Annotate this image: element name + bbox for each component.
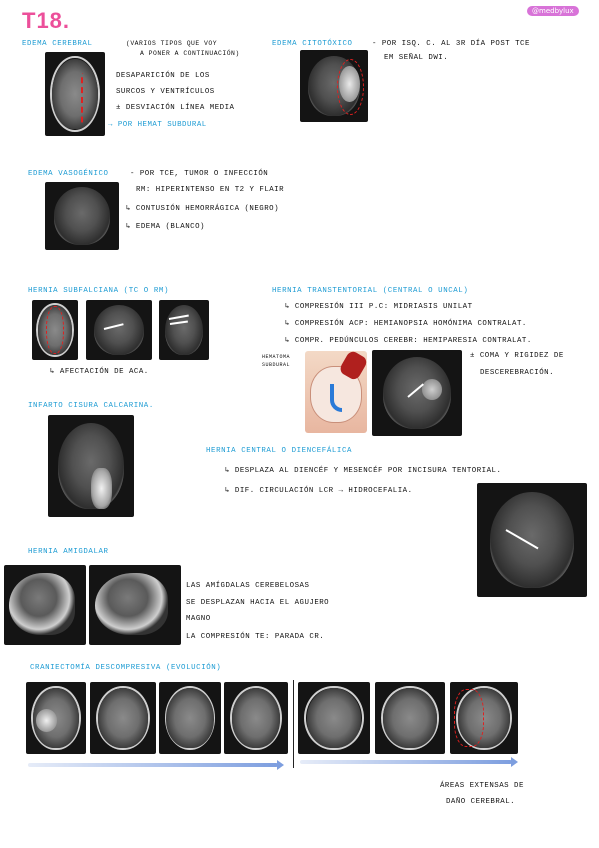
subfalciana-coronal-image — [86, 300, 152, 360]
edema-vasogenico-line-2: RM: hiperintenso en T2 y flair — [136, 186, 285, 194]
subfalciana-ct-image — [32, 300, 78, 360]
edema-vasogenico-line-4: ↳ edema (blanco) — [126, 223, 205, 231]
edema-cerebral-note-2: a poner a continuación) — [140, 50, 240, 57]
amigdalar-line-2: se desplazan hacia el agujero — [186, 599, 330, 607]
edema-cerebral-heading: Edema cerebral — [22, 40, 93, 48]
transtentorial-extra-2: descerebración. — [480, 369, 555, 377]
page-title: T18. — [22, 8, 71, 33]
craniectomia-ct-4 — [224, 682, 288, 754]
amigdalar-sagittal-image-1 — [4, 565, 86, 645]
edema-cerebral-line-2: surcos y ventrículos — [116, 88, 215, 96]
edema-vasogenico-mri-image — [45, 182, 119, 250]
hernia-central-mri-image — [477, 483, 587, 597]
infarto-heading: Infarto cisura calcarina. — [28, 402, 154, 410]
edema-citotoxico-line-1: - por isq. c. al 3r día post TCE — [372, 40, 530, 48]
amigdalar-sagittal-image-2 — [89, 565, 181, 645]
craniectomia-caption-1: áreas extensas de — [440, 782, 524, 790]
hernia-subfalciana-note: ↳ afectación de ACA. — [50, 368, 149, 376]
transtentorial-item-3: ↳ compr. pedúnculos cerebr: hemiparesia … — [285, 337, 532, 345]
infarto-mri-image — [48, 415, 134, 517]
amigdalar-line-3: magno — [186, 615, 211, 623]
edema-cerebral-cause: → por hemat subdural — [108, 121, 207, 129]
hernia-anatomy-illustration — [305, 351, 367, 433]
edema-citotoxico-dwi-image — [300, 50, 368, 122]
illus-label-1: HEMATOMA — [262, 354, 291, 360]
edema-cerebral-note-1: (varios tipos que voy — [126, 40, 218, 47]
edema-cerebral-ct-image — [45, 52, 105, 136]
craniectomia-separator — [293, 680, 294, 768]
author-badge: @medbylux — [527, 6, 579, 16]
edema-vasogenico-line-1: - por TCE, tumor o infección — [130, 170, 269, 178]
edema-vasogenico-heading: Edema vasogénico — [28, 170, 109, 178]
hernia-subfalciana-heading: Hernia subfalciana (TC o RM) — [28, 287, 169, 295]
hernia-central-line-2: ↳ dif. circulación LCR → hidrocefalia. — [225, 487, 413, 495]
edema-cerebral-line-3: ± desviación línea media — [116, 104, 235, 112]
evolution-arrow-2 — [300, 757, 518, 767]
craniectomia-ct-5 — [298, 682, 370, 754]
illus-label-2: SUBDURAL — [262, 362, 291, 368]
craniectomia-ct-6 — [375, 682, 445, 754]
evolution-arrow-1 — [28, 760, 284, 770]
hernia-transtentorial-heading: Hernia transtentorial (central o uncal) — [272, 287, 469, 295]
craniectomia-ct-3 — [159, 682, 221, 754]
amigdalar-line-4: la compresión TE: parada CR. — [186, 633, 325, 641]
craniectomia-ct-1 — [26, 682, 86, 754]
craniectomia-heading: Craniectomía descompresiva (evolución) — [30, 664, 222, 672]
transtentorial-mri-image — [372, 350, 462, 436]
edema-vasogenico-line-3: ↳ contusión hemorrágica (negro) — [126, 205, 280, 213]
amigdalar-line-1: las amígdalas cerebelosas — [186, 582, 310, 590]
edema-cerebral-line-1: Desaparición de los — [116, 72, 210, 80]
craniectomia-ct-7 — [450, 682, 518, 754]
subfalciana-coronal-image-2 — [159, 300, 209, 360]
hernia-central-heading: Hernia central o diencefálica — [206, 447, 353, 455]
transtentorial-extra-1: ± coma y rigidez de — [470, 352, 564, 360]
craniectomia-ct-2 — [90, 682, 156, 754]
edema-citotoxico-line-2: em señal DWI. — [384, 54, 449, 62]
craniectomia-caption-2: daño cerebral. — [446, 798, 516, 806]
transtentorial-item-1: ↳ compresión III p.c: midriasis unilat — [285, 303, 473, 311]
hernia-central-line-1: ↳ desplaza al diencéf y mesencéf por inc… — [225, 467, 502, 475]
transtentorial-item-2: ↳ compresión ACP: hemianopsia homónima c… — [285, 320, 527, 328]
hernia-amigdalar-heading: Hernia amigdalar — [28, 548, 109, 556]
edema-citotoxico-heading: Edema citotóxico — [272, 40, 353, 48]
